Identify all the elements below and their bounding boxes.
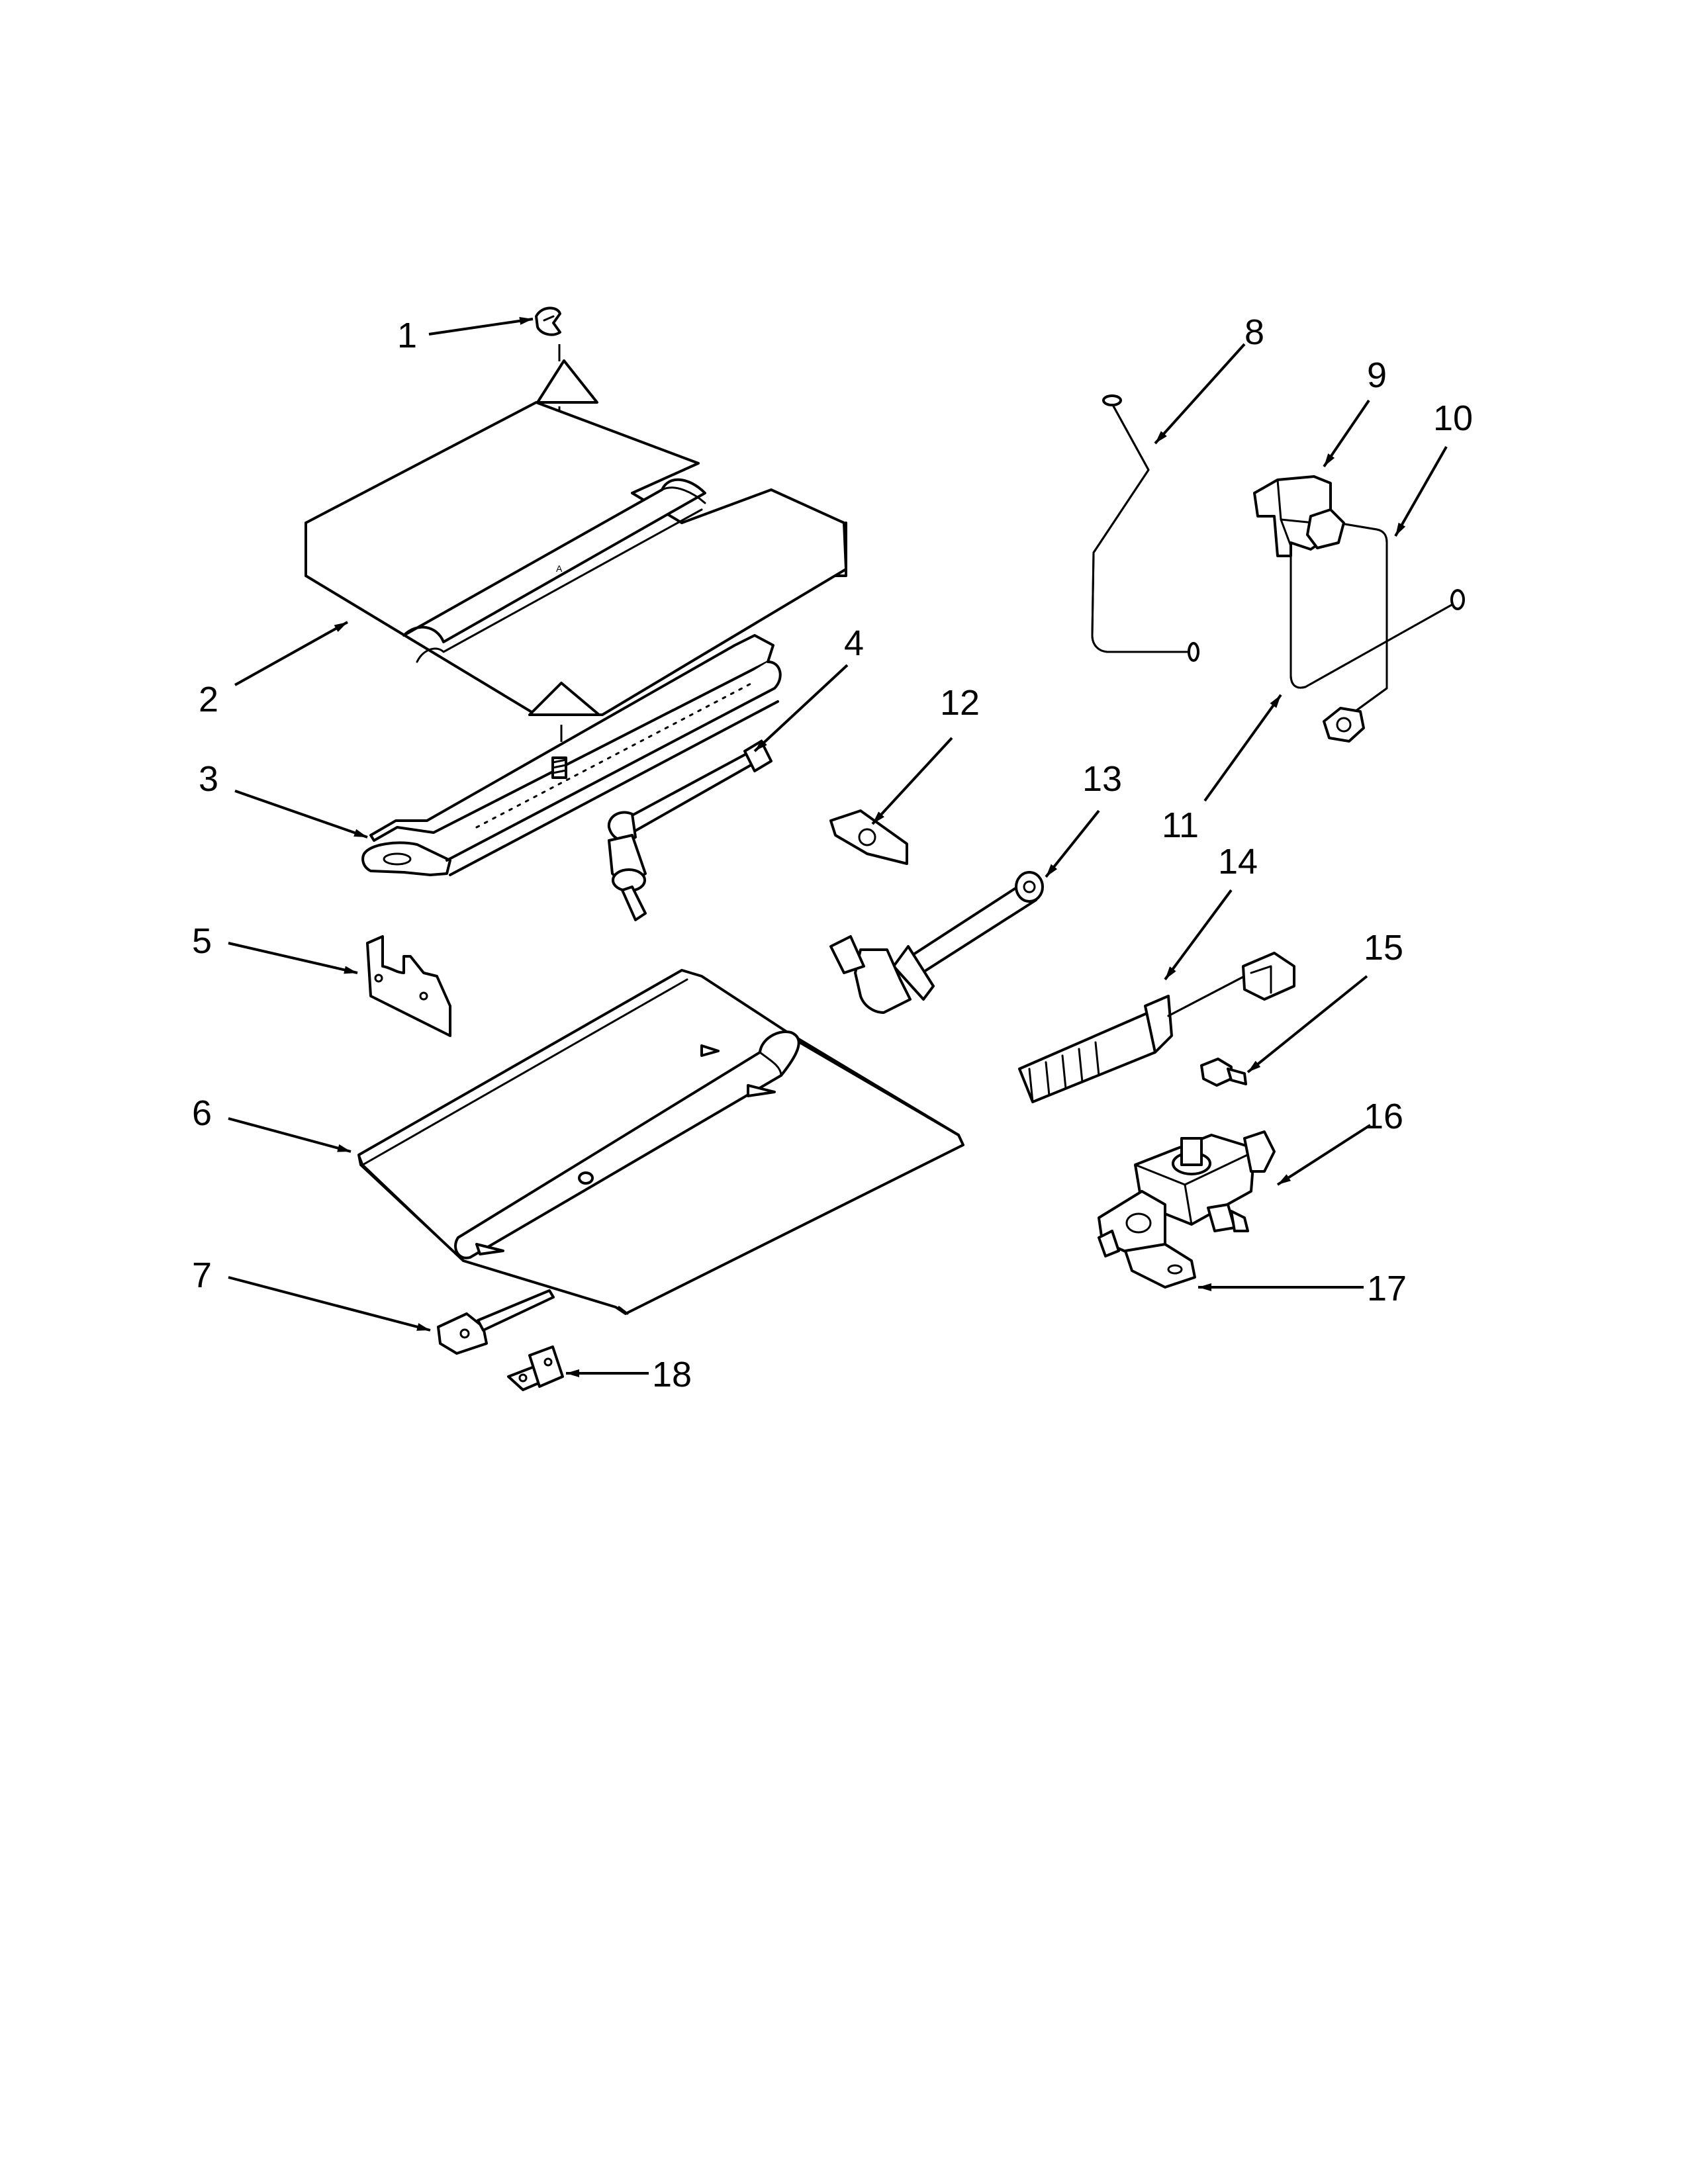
leader-8: [1154, 343, 1246, 445]
part-13-orifice-holder[interactable]: [829, 871, 1044, 1014]
callout-11: 11: [1162, 805, 1199, 845]
part-18-clip[interactable]: [507, 1345, 564, 1391]
callout-16: 16: [1364, 1097, 1403, 1136]
callout-3: 3: [199, 759, 218, 799]
callout-14: 14: [1218, 842, 1258, 882]
leader-9: [1323, 399, 1370, 468]
leader-3: [234, 790, 368, 839]
leader-5: [228, 942, 358, 974]
callout-13: 13: [1082, 759, 1122, 799]
callout-4: 4: [844, 623, 864, 663]
leader-14: [1164, 889, 1233, 981]
part-4-orifice-elbow[interactable]: [607, 740, 773, 921]
part-1-wing-nut[interactable]: [535, 306, 561, 336]
leader-1: [428, 316, 534, 336]
part-6-lower-shield[interactable]: [357, 969, 964, 1315]
leader-12: [871, 737, 953, 825]
callout-10: 10: [1433, 398, 1473, 438]
part-12-gasket[interactable]: [829, 809, 908, 865]
part-5-bracket[interactable]: [366, 935, 451, 1037]
callout-6: 6: [192, 1093, 212, 1133]
leader-11: [1203, 694, 1282, 802]
part-14-igniter[interactable]: [1018, 952, 1295, 1103]
callout-8: 8: [1244, 312, 1264, 352]
part-3-burner-tube[interactable]: [361, 634, 782, 876]
part-17-flange[interactable]: [1098, 1230, 1196, 1289]
leader-16: [1276, 1124, 1372, 1186]
callout-18: 18: [652, 1355, 692, 1394]
leader-2: [234, 621, 348, 686]
leader-10: [1394, 446, 1448, 537]
shield-letter-a: A: [556, 563, 563, 574]
callout-12: 12: [940, 683, 980, 723]
callout-1: 1: [397, 316, 417, 355]
leader-4: [753, 664, 849, 752]
callout-9: 9: [1367, 355, 1387, 395]
part-15-screw[interactable]: [1200, 1058, 1247, 1087]
callout-17: 17: [1367, 1269, 1407, 1308]
leader-15: [1246, 975, 1368, 1073]
part-8-gas-tube[interactable]: [1091, 394, 1199, 662]
leader-7: [228, 1276, 431, 1332]
leader-6: [228, 1117, 352, 1153]
callout-15: 15: [1364, 928, 1403, 968]
part-16-valve[interactable]: [1098, 1130, 1276, 1259]
callout-5: 5: [192, 921, 212, 961]
leader-13: [1045, 809, 1100, 878]
part-10-tube-assembly[interactable]: [1289, 508, 1465, 743]
callout-7: 7: [192, 1255, 212, 1295]
part-7-strap[interactable]: [437, 1289, 555, 1355]
callout-2: 2: [199, 680, 218, 719]
part-2-burner-shield[interactable]: A: [305, 359, 847, 716]
